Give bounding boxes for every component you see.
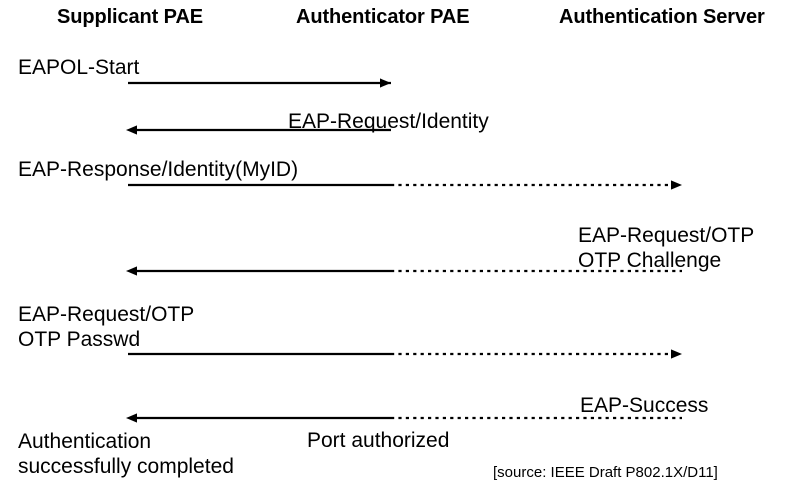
column-header-authenticator: Authenticator PAE [296,6,470,28]
message-label-eap-response-identity: EAP-Response/Identity(MyID) [18,158,299,181]
message-arrow-eapol-start [128,78,391,88]
arrowhead-eap-success [126,413,137,423]
arrowhead-eapol-start [380,78,391,88]
message-label-eap-response-otp-passwd-line1: EAP-Request/OTP [18,303,195,326]
arrowhead-eap-response-identity [671,180,682,190]
source-attribution: [source: IEEE Draft P802.1X/D11] [493,464,718,481]
arrowhead-eap-request-identity [126,125,137,135]
arrowhead-eap-request-otp-challenge [126,266,137,276]
message-label-eap-success: EAP-Success [580,394,709,417]
message-label-eapol-start: EAPOL-Start [18,56,140,79]
message-arrow-eap-response-otp-passwd [128,349,682,359]
message-label-eap-response-otp-passwd-line2: OTP Passwd [18,328,141,351]
arrowhead-eap-response-otp-passwd [671,349,682,359]
message-label-eap-request-otp-challenge-line1: EAP-Request/OTP [578,224,755,247]
annotation-auth-complete-line1: Authentication [18,430,152,453]
message-label-eap-request-otp-challenge-line2: OTP Challenge [578,249,722,272]
column-header-supplicant: Supplicant PAE [57,6,204,28]
annotation-auth-complete-line2: successfully completed [18,455,234,478]
message-label-eap-request-identity: EAP-Request/Identity [288,110,489,133]
column-header-auth_server: Authentication Server [559,6,765,28]
annotation-port-authorized: Port authorized [307,429,450,452]
